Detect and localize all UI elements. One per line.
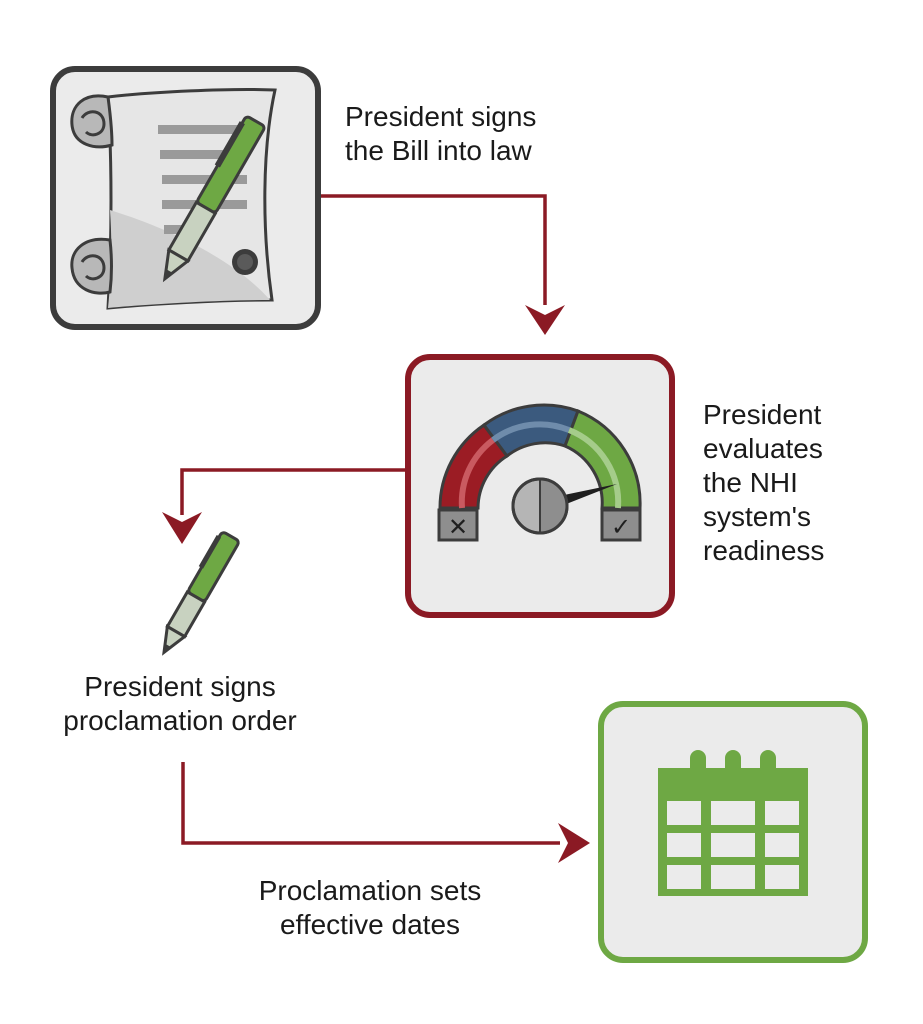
arrowhead-step3-to-step4	[558, 823, 590, 863]
step1-label: President signs the Bill into law	[345, 100, 536, 168]
step1-box	[50, 66, 321, 330]
not-ready-marker	[437, 508, 479, 542]
step2-label: President evaluates the NHI system's rea…	[703, 398, 824, 568]
ready-symbol: ✓	[611, 513, 631, 541]
calendar-icon	[658, 750, 808, 896]
signed-scroll-icon	[70, 87, 277, 310]
step3-label: President signs proclamation order	[20, 670, 340, 738]
step4-box	[598, 701, 868, 963]
step4-label-line: effective dates	[279, 909, 461, 940]
connector-arrows	[162, 194, 590, 863]
readiness-gauge-icon: ✕ ✓	[437, 403, 642, 542]
step2-label-line: system's	[703, 501, 812, 532]
step2-box: ✕ ✓	[405, 354, 675, 618]
arrow-step2-to-step3	[180, 468, 408, 515]
arrow-step3-to-step4	[181, 762, 560, 845]
not-ready-symbol: ✕	[448, 513, 468, 541]
step2-label-line: readiness	[703, 535, 825, 566]
step4-label-line: Proclamation sets	[258, 875, 482, 906]
pen-icon	[162, 531, 240, 656]
step2-label-line: evaluates	[703, 433, 823, 464]
arrowhead-step2-to-step3	[162, 512, 202, 544]
step4-label: Proclamation sets effective dates	[210, 874, 530, 942]
arrowhead-step1-to-step2	[525, 305, 565, 335]
step3-label-line: proclamation order	[63, 705, 297, 736]
step1-label-line: the Bill into law	[345, 135, 532, 166]
ready-marker	[600, 508, 642, 542]
step2-label-line: President	[703, 399, 822, 430]
step3-label-line: President signs	[84, 671, 276, 702]
arrow-step1-to-step2	[318, 194, 547, 305]
step1-label-line: President signs	[345, 101, 537, 132]
step2-label-line: the NHI	[703, 467, 798, 498]
